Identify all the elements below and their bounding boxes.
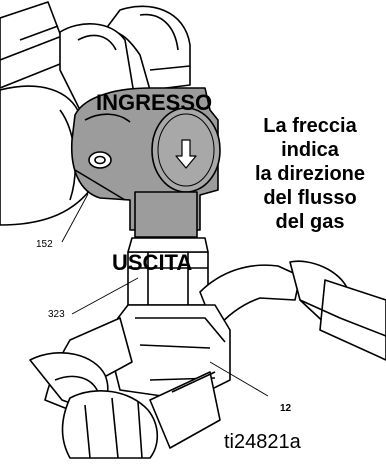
leader-line-323: [71, 277, 139, 315]
lower-coupling-nut: [61, 390, 159, 459]
valve-outlet-neck: [134, 191, 198, 238]
inlet-label: INGRESSO: [96, 90, 213, 115]
regulator-housing: [0, 85, 91, 226]
leader-line-152: [61, 193, 89, 243]
callout-12: 12: [280, 403, 292, 414]
outlet-label: USCITA: [112, 250, 193, 275]
leader-line-12: [209, 361, 269, 397]
flow-direction-arrow-icon: [175, 139, 197, 169]
callout-323: 323: [48, 309, 65, 320]
callout-152: 152: [36, 239, 53, 250]
flow-direction-note: La freccia indica la direzione del fluss…: [254, 115, 366, 233]
hex-fitting-323: [127, 237, 209, 306]
side-port: [88, 151, 112, 169]
bottom-pipe: [149, 371, 221, 449]
figure-id: ti24821a: [224, 431, 301, 453]
right-elbow-pipe: [199, 260, 386, 361]
